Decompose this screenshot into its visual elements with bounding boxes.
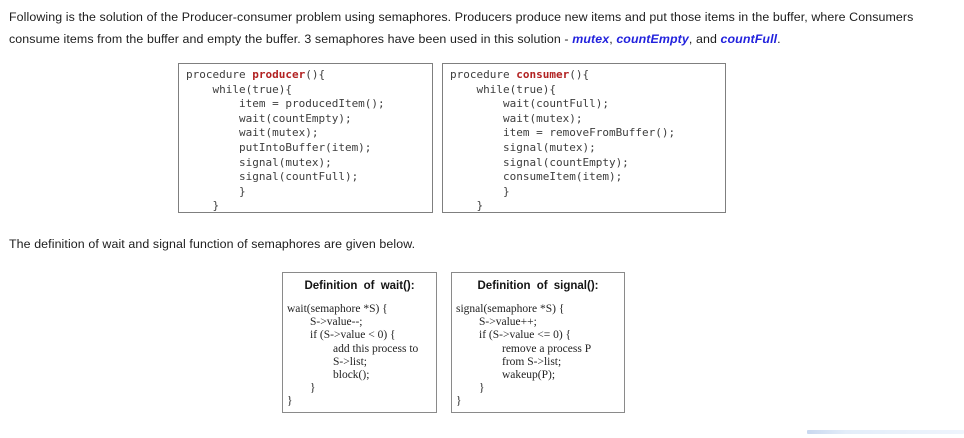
- wait-definition-title: Definition of wait():: [304, 280, 415, 292]
- semaphore-name-countempty: countEmpty: [616, 32, 689, 46]
- code-line: if (S->value <= 0) {: [456, 329, 572, 342]
- code-line: if (S->value < 0) {: [287, 329, 396, 342]
- code-line: }: [186, 199, 220, 213]
- semaphore-name-countfull: countFull: [720, 32, 778, 46]
- wait-definition-code: wait(semaphore *S) { S->value--; if (S->…: [283, 303, 436, 409]
- code-line: while(true){: [450, 82, 556, 96]
- code-line: S->value--;: [287, 316, 363, 329]
- code-line: block();: [287, 369, 370, 382]
- code-line: wait(mutex);: [186, 126, 319, 140]
- code-line: wakeup(P);: [456, 369, 556, 382]
- code-line: }: [450, 199, 484, 213]
- code-line: signal(mutex);: [450, 140, 596, 154]
- semaphore-name-mutex: mutex: [572, 32, 610, 46]
- intro-paragraph: Following is the solution of the Produce…: [9, 6, 955, 50]
- signal-definition-code: signal(semaphore *S) { S->value++; if (S…: [452, 303, 624, 409]
- code-line: consumeItem(item);: [450, 170, 623, 184]
- code-line: item = removeFromBuffer();: [450, 126, 676, 140]
- code-line: from S->list;: [456, 355, 562, 368]
- consumer-code: procedure consumer(){ while(true){ wait(…: [443, 64, 725, 214]
- code-line: item = producedItem();: [186, 97, 385, 111]
- consumer-code-box: procedure consumer(){ while(true){ wait(…: [442, 63, 726, 213]
- signal-definition-box: Definition of signal(): signal(semaphore…: [451, 272, 625, 413]
- code-line: wait(semaphore *S) {: [287, 303, 388, 315]
- definitions-intro-text: The definition of wait and signal functi…: [9, 237, 416, 251]
- producer-keyword: producer: [252, 68, 306, 81]
- code-line: }: [186, 184, 246, 198]
- intro-line-1: Following is the solution of the Produce…: [9, 10, 914, 24]
- code-line: }: [456, 382, 485, 395]
- wait-definition-box: Definition of wait(): wait(semaphore *S)…: [282, 272, 437, 413]
- code-line: procedure consumer(){: [450, 68, 590, 81]
- code-line: }: [456, 395, 462, 408]
- code-line: while(true){: [186, 82, 292, 96]
- code-line: procedure producer(){: [186, 68, 326, 81]
- code-line: add this process to: [287, 342, 419, 355]
- code-line: signal(mutex);: [186, 155, 332, 169]
- producer-code: procedure producer(){ while(true){ item …: [179, 64, 432, 214]
- code-line: signal(countFull);: [186, 170, 359, 184]
- code-line: putIntoBuffer(item);: [186, 140, 372, 154]
- code-line: }: [287, 395, 293, 408]
- code-line: signal(countEmpty);: [450, 155, 629, 169]
- signal-definition-title: Definition of signal():: [477, 280, 599, 292]
- producer-code-box: procedure producer(){ while(true){ item …: [178, 63, 433, 213]
- code-line: wait(countEmpty);: [186, 111, 352, 125]
- code-line: wait(mutex);: [450, 111, 583, 125]
- consumer-keyword: consumer: [516, 68, 570, 81]
- code-line: signal(semaphore *S) {: [456, 303, 565, 315]
- code-line: wait(countFull);: [450, 97, 609, 111]
- code-line: }: [450, 184, 510, 198]
- code-line: remove a process P: [456, 342, 592, 355]
- intro-line-2: consume items from the buffer and empty …: [9, 32, 781, 46]
- code-line: S->list;: [287, 355, 367, 368]
- faint-divider-line: [807, 430, 964, 434]
- code-line: }: [287, 382, 316, 395]
- code-line: S->value++;: [456, 316, 537, 329]
